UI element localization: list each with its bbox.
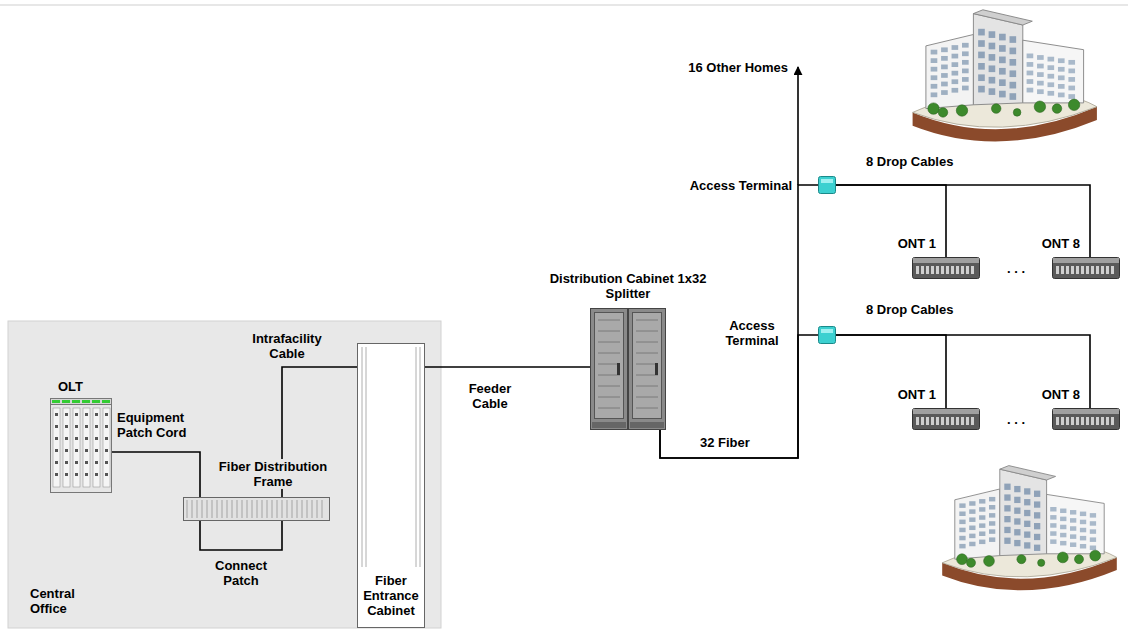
node-label: Access Terminal — [716, 318, 788, 348]
node-label: Distribution Cabinet 1x32 Splitter — [541, 271, 716, 301]
trunk-arrow — [797, 67, 799, 185]
cable-label: Connect Patch — [209, 558, 273, 588]
access-terminal: Access Terminal — [818, 326, 836, 344]
fiber-cable — [425, 366, 590, 368]
top-rule — [0, 5, 1128, 6]
ont-device: ONT 1 — [912, 257, 980, 279]
node-label: ONT 8 — [1042, 236, 1080, 251]
fiber-entrance-cabinet: Fiber Entrance Cabinet — [357, 343, 425, 628]
cable-label: Feeder Cable — [459, 381, 521, 411]
ont-illustration — [912, 408, 980, 430]
access-terminal: Access Terminal — [818, 176, 836, 194]
node-label: ONT 8 — [1042, 387, 1080, 402]
distribution-cabinet: Distribution Cabinet 1x32 Splitter — [590, 308, 666, 430]
cable-count-label: 8 Drop Cables — [866, 154, 953, 169]
fiber-cable — [112, 452, 200, 497]
ellipsis-label: . . . — [1007, 261, 1025, 276]
ont-device: ONT 8 — [1052, 408, 1120, 430]
building-illustration — [942, 466, 1117, 591]
ont-illustration — [1052, 408, 1120, 430]
ont-device: ONT 8 — [1052, 257, 1120, 279]
node-label: Central Office — [30, 586, 92, 616]
olt-illustration — [50, 398, 112, 493]
node-label: OLT — [58, 379, 83, 394]
destination-label: 16 Other Homes — [688, 60, 788, 75]
cable-label: Intrafacility Cable — [240, 331, 335, 361]
dc-illustration — [590, 308, 666, 430]
central-office-ground — [8, 321, 441, 628]
cable-label: Equipment Patch Cord — [117, 410, 207, 440]
fiber-distribution-frame: Fiber Distribution Frame — [183, 497, 330, 521]
fiber-cable — [836, 335, 946, 408]
ellipsis-label: . . . — [1007, 412, 1025, 427]
ont-illustration — [912, 257, 980, 279]
olt-rack: OLT — [50, 398, 112, 493]
ont-illustration — [1052, 257, 1120, 279]
fiber-cable — [836, 185, 1090, 257]
node-label: ONT 1 — [898, 387, 936, 402]
node-label: Fiber Entrance Cabinet — [363, 573, 419, 618]
ont-device: ONT 1 — [912, 408, 980, 430]
at-illustration — [818, 326, 836, 344]
building-illustration — [913, 10, 1097, 142]
node-label: Access Terminal — [690, 178, 792, 193]
node-label: ONT 1 — [898, 236, 936, 251]
node-label: Fiber Distribution Frame — [206, 459, 340, 489]
fiber-cable — [660, 185, 818, 458]
fiber-cable — [660, 335, 818, 458]
fiber-count-label: 32 Fiber — [700, 435, 750, 450]
fdf-illustration — [183, 497, 330, 521]
fiber-cable — [200, 367, 357, 550]
fiber-cable — [836, 335, 1090, 408]
cable-count-label: 8 Drop Cables — [866, 302, 953, 317]
at-illustration — [818, 176, 836, 194]
fiber-cable — [836, 185, 946, 257]
